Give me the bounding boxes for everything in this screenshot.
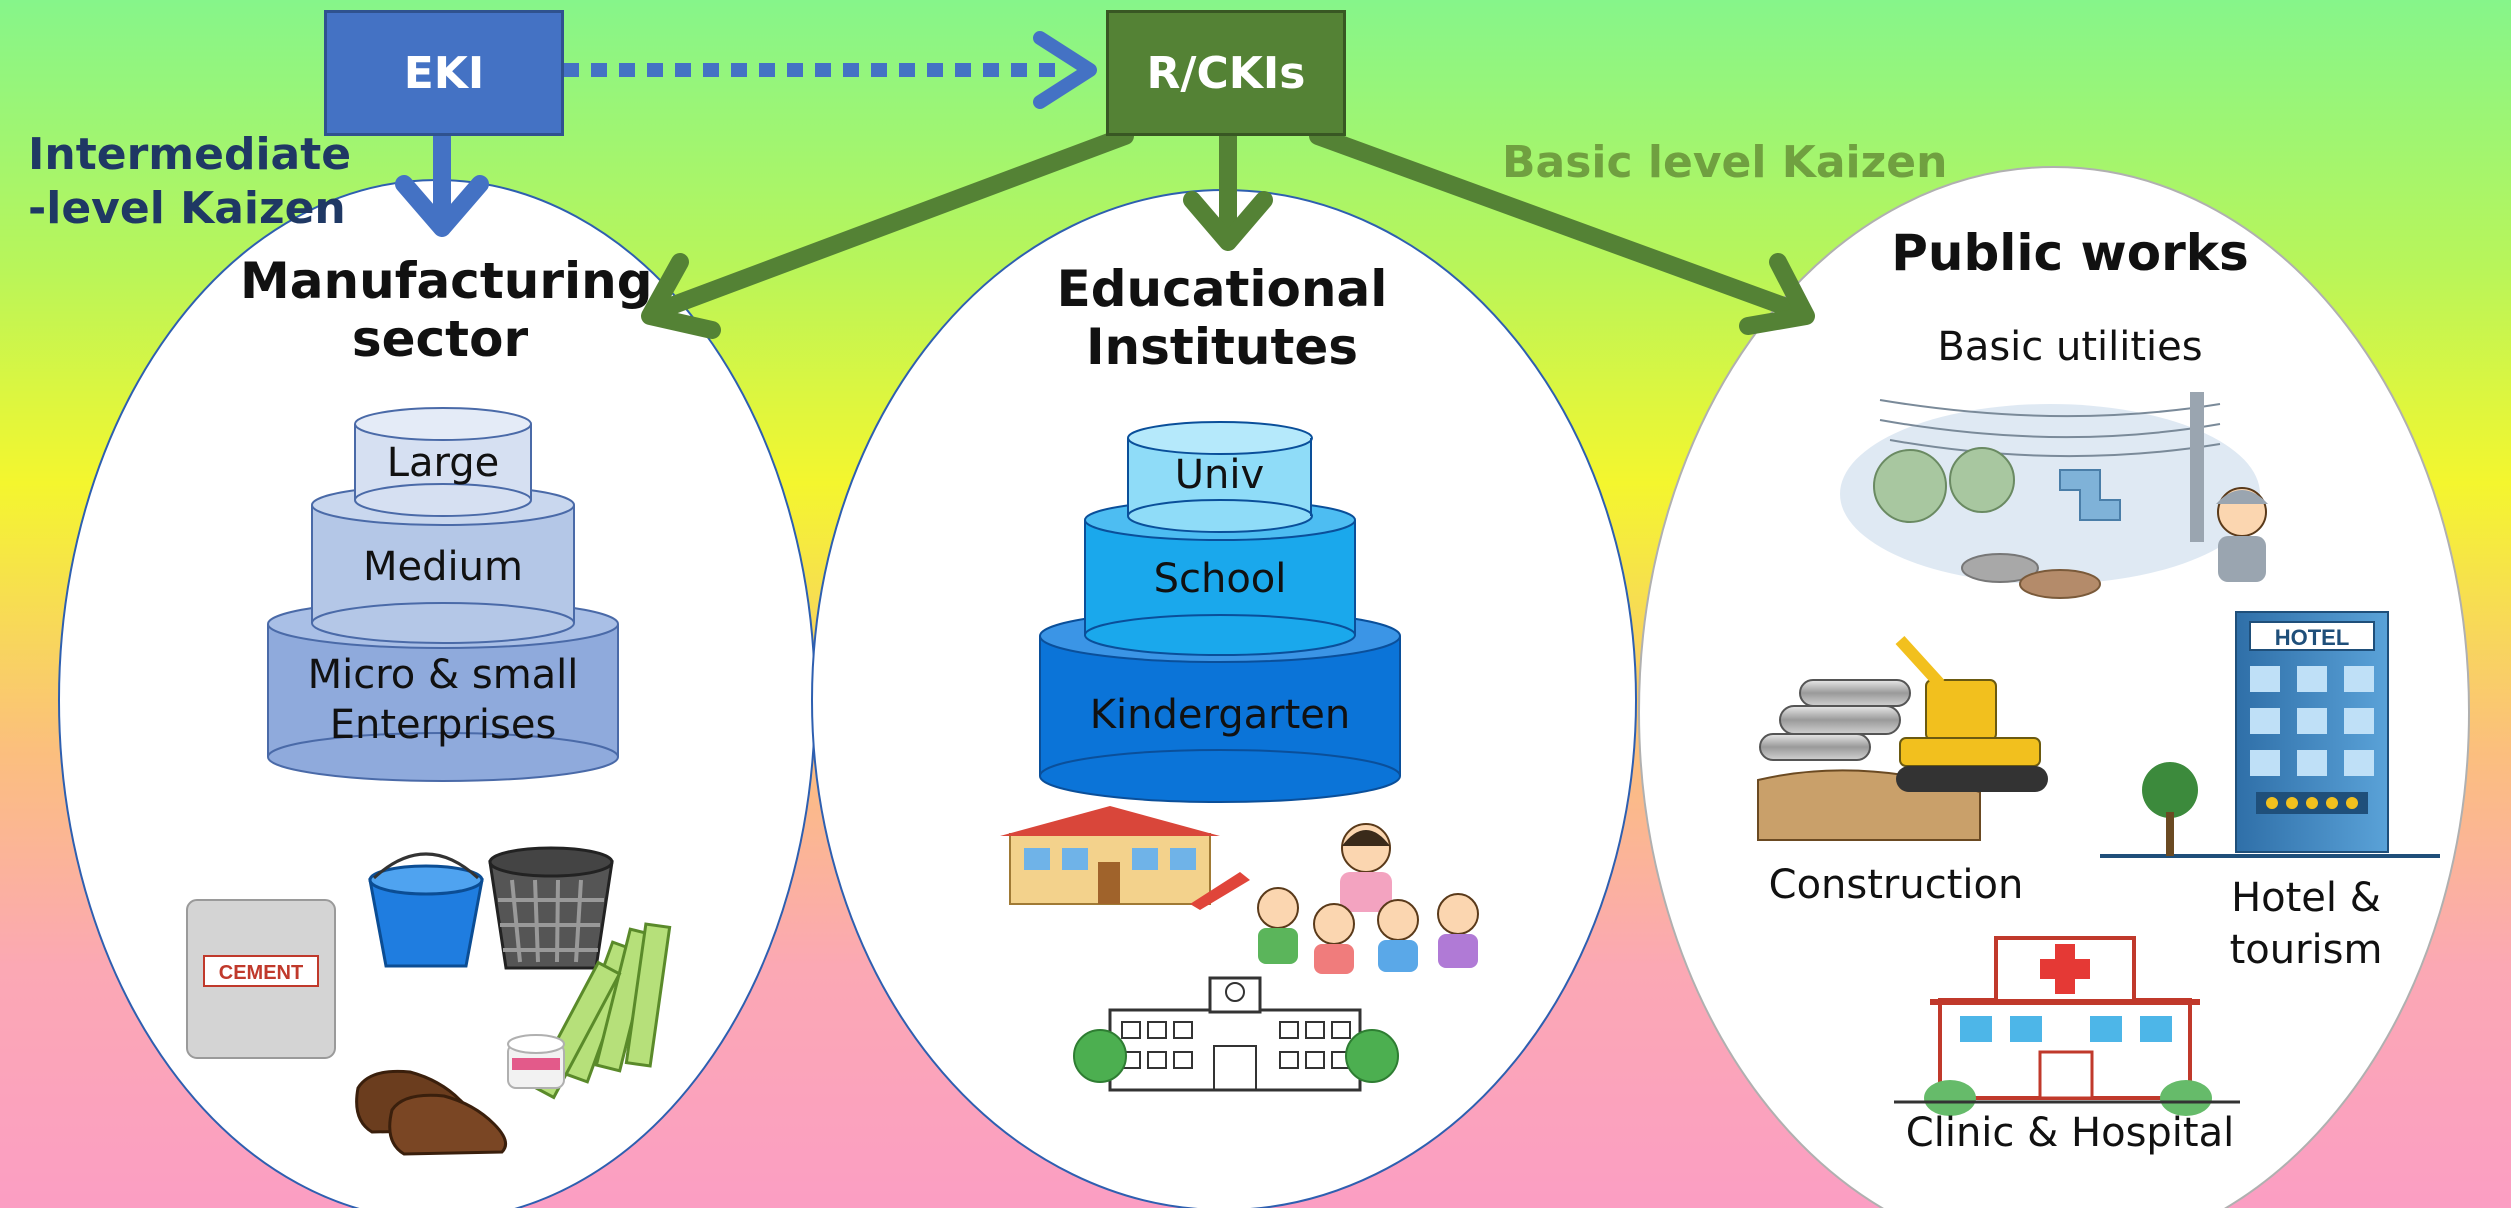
- manufacturing-title-line1: Manufacturing: [240, 252, 653, 310]
- rckis-to-manufacturing-arrow: [641, 127, 1134, 339]
- manufacturing-tier-medium-label: Medium: [363, 544, 523, 590]
- basic-utilities-label: Basic utilities: [1937, 324, 2203, 370]
- basic-level-label: Basic level Kaizen: [1502, 137, 1948, 188]
- intermediate-level-line2: -level Kaizen: [28, 183, 346, 234]
- public-works-title: Public works: [1891, 224, 2249, 282]
- manufacturing-tier-micro-label: Micro & small Enterprises: [268, 650, 618, 750]
- cement-bag-icon: CEMENT: [186, 899, 336, 1059]
- education-tier-school-label: School: [1153, 556, 1287, 602]
- manufacturing-title-line2: sector: [351, 310, 529, 368]
- eki-to-manufacturing-arrow: [395, 130, 489, 237]
- education-title-line1: Educational: [1056, 260, 1388, 318]
- cement-bag-text: CEMENT: [219, 962, 303, 984]
- construction-icon: [1757, 635, 2048, 841]
- kindergarten-building-icon: [1000, 806, 1250, 910]
- basic-utilities-icon: [1840, 392, 2268, 599]
- clinic-hospital-icon: [1894, 936, 2240, 1116]
- education-tier-top: [1127, 421, 1313, 533]
- education-tier-kindergarten-label: Kindergarten: [1089, 692, 1351, 738]
- shoes-icon: [355, 1069, 508, 1156]
- education-title: Educational Institutes: [1012, 260, 1432, 376]
- rckis-label: R/CKIs: [1146, 47, 1306, 99]
- hotel-icon: HOTEL: [2100, 611, 2440, 858]
- teacher-and-children-icon: [1257, 823, 1479, 974]
- intermediate-level-line1: Intermediate: [28, 129, 352, 180]
- manufacturing-tier-micro-line2: Enterprises: [329, 702, 557, 748]
- rckis-to-public-works-arrow: [1309, 127, 1815, 335]
- eki-box: EKI: [324, 10, 564, 136]
- rckis-box: R/CKIs: [1106, 10, 1346, 136]
- hotel-tourism-line1: Hotel &: [2231, 875, 2381, 921]
- education-title-line2: Institutes: [1085, 318, 1359, 376]
- clinic-hospital-label: Clinic & Hospital: [1905, 1110, 2235, 1156]
- eki-label: EKI: [403, 47, 485, 99]
- blue-bucket-icon: [368, 852, 484, 968]
- eki-to-rckis-arrow: [563, 31, 1097, 109]
- hotel-sign-text: HOTEL: [2275, 625, 2350, 650]
- hotel-tourism-label: Hotel & tourism: [2206, 872, 2406, 976]
- construction-label: Construction: [1768, 862, 2024, 908]
- manufacturing-title: Manufacturing sector: [240, 252, 653, 368]
- manufacturing-tier-top: [354, 407, 532, 517]
- manufacturing-tier-large-label: Large: [386, 440, 500, 486]
- public-works-ellipse: [1638, 166, 2470, 1208]
- education-tier-univ-label: Univ: [1174, 452, 1265, 498]
- manufacturing-tier-micro-line1: Micro & small: [307, 652, 579, 698]
- mesh-basket-icon: [488, 846, 614, 970]
- intermediate-level-label: Intermediate -level Kaizen: [28, 128, 351, 236]
- small-jar-icon: [507, 1034, 565, 1089]
- rckis-to-education-arrow: [1183, 130, 1273, 251]
- school-building-icon: [1073, 976, 1399, 1092]
- hotel-tourism-line2: tourism: [2229, 927, 2383, 973]
